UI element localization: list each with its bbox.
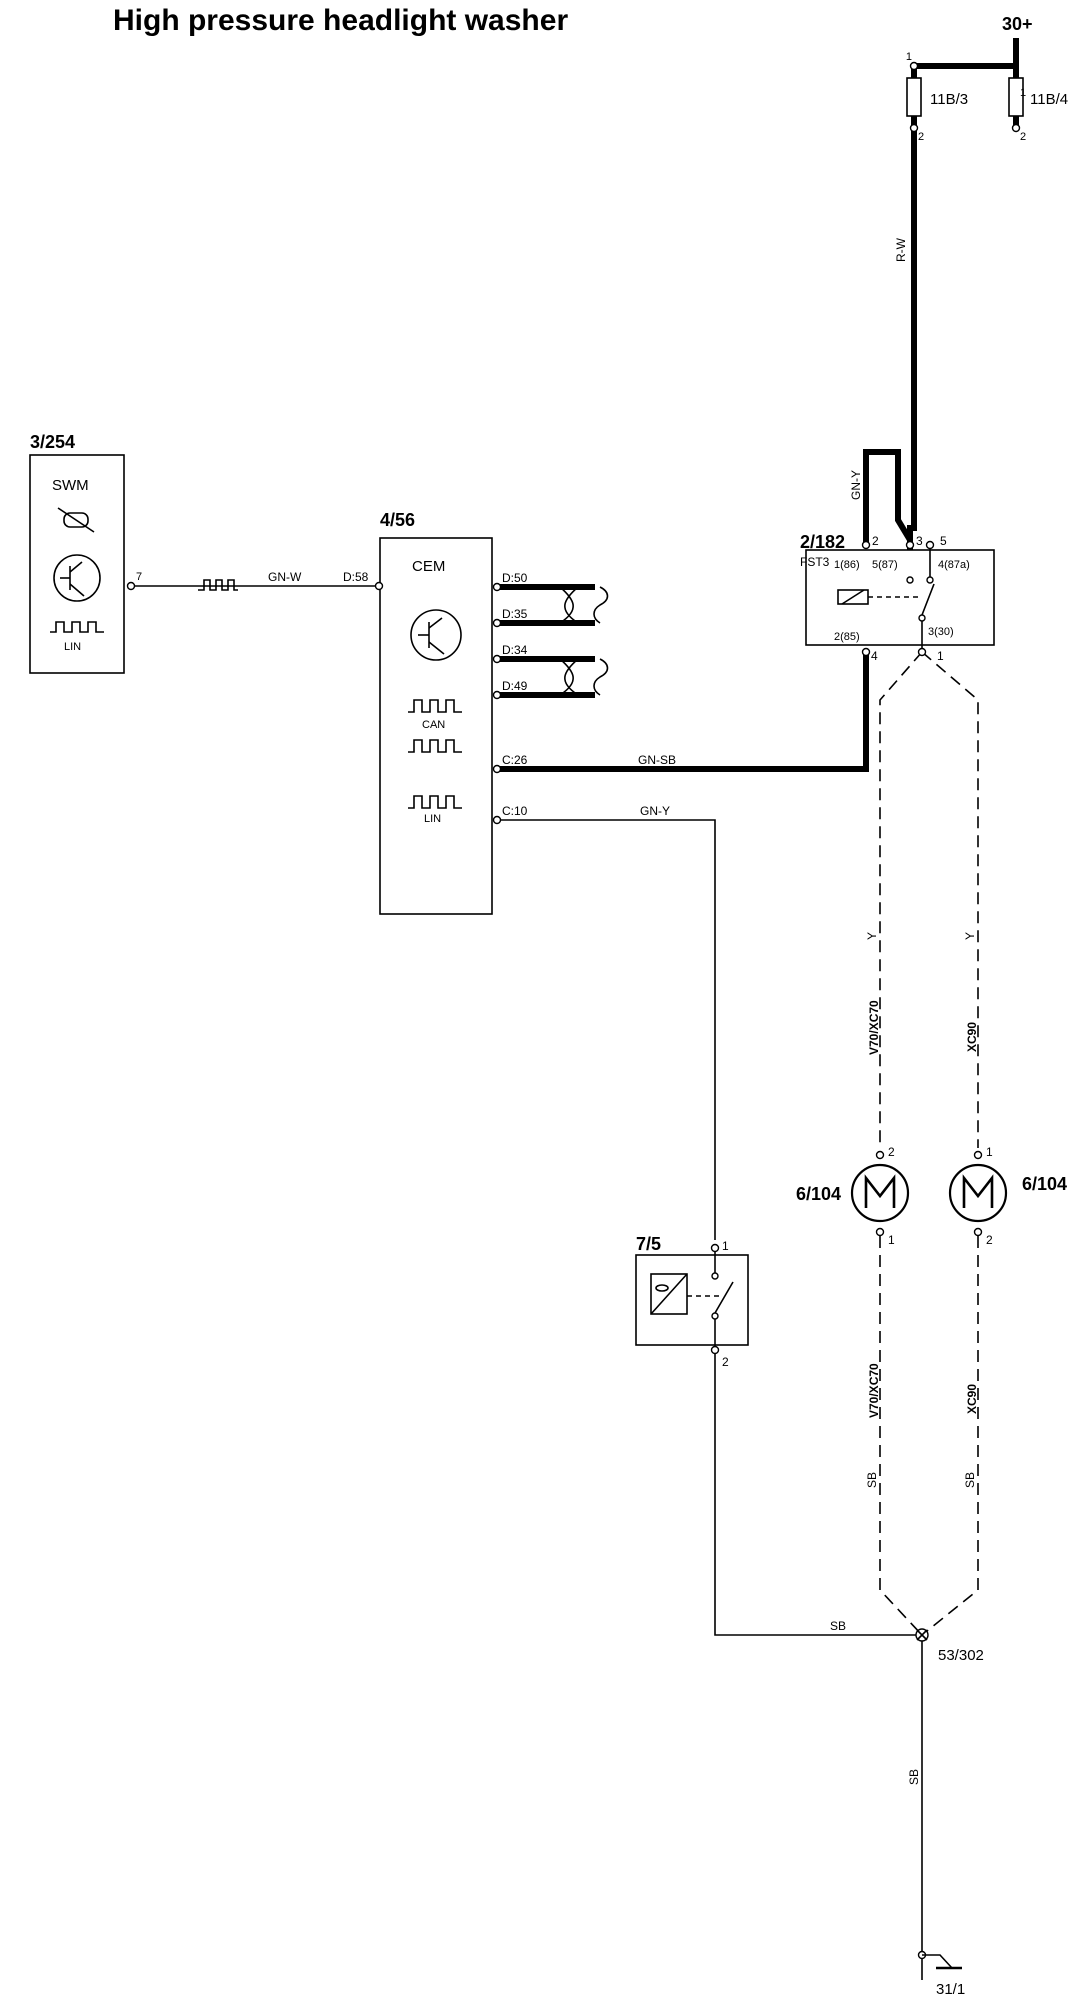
fuse-b-pin-top: 1	[1020, 87, 1026, 99]
ground-id: 31/1	[936, 1981, 965, 1998]
lin-signal-icon	[408, 795, 462, 809]
wire-gny-top-label: GN-Y	[849, 470, 863, 500]
dashed-wire-left-top	[879, 651, 923, 1148]
supply-label: 30+	[1002, 14, 1033, 34]
pressure-switch	[635, 1243, 749, 1355]
cem-pin-d58: D:58	[343, 570, 369, 584]
splice-point	[915, 1628, 929, 1642]
cem-pin-c10: C:10	[502, 804, 528, 818]
cem-pin-d35: D:35	[502, 607, 528, 621]
can-signal-icon	[408, 739, 462, 753]
cem-pin-d50: D:50	[502, 571, 528, 585]
gny-switch-wire	[497, 819, 716, 1240]
twisted-pair-top	[559, 586, 609, 624]
wire-gny-label: GN-Y	[640, 804, 670, 818]
swm-lin-label: LIN	[64, 641, 81, 653]
relay-pin-top-5: 5	[940, 534, 947, 548]
swm-name: SWM	[52, 477, 89, 494]
motor-icon	[962, 1174, 994, 1208]
fuse-a-label: 11B/3	[930, 91, 968, 108]
wire-gnsb-label: GN-SB	[638, 753, 676, 767]
splice-id: 53/302	[938, 1647, 984, 1664]
gny-relay-loop-wire	[863, 449, 913, 543]
wire-y-left-label: Y	[865, 932, 879, 940]
swm-pin-7: 7	[136, 571, 142, 583]
wire-sb-switch-label: SB	[830, 1619, 846, 1633]
pump-left	[850, 1150, 910, 1237]
fuse-b-pin-bottom: 2	[1020, 131, 1026, 143]
dashed-wire-left-bottom	[879, 1236, 923, 1636]
cem-can-label: CAN	[422, 719, 445, 731]
lamp-icon	[57, 507, 95, 533]
transistor-icon	[410, 609, 462, 661]
motor-icon	[864, 1174, 896, 1208]
wire-y-right-label: Y	[963, 932, 977, 940]
relay-name: FST3	[800, 555, 830, 569]
relay-pin-bottom-4: 4	[871, 649, 878, 663]
pump-right-pin-top: 1	[986, 1145, 993, 1159]
cem-pin-d34: D:34	[502, 643, 528, 657]
cem-module	[374, 537, 502, 915]
swm-module	[29, 454, 136, 674]
lin-signal-icon	[50, 621, 104, 633]
wire-sb-ground-label: SB	[907, 1769, 921, 1785]
fuse-11b4	[1008, 77, 1024, 133]
relay-module	[805, 540, 995, 657]
fuse-a-pin-bottom: 2	[918, 131, 924, 143]
relay-pin-86: 1(86)	[834, 559, 860, 571]
wire-sb-right-label: SB	[963, 1472, 977, 1488]
pump-left-pin-top: 2	[888, 1145, 895, 1159]
wire-gnw-label: GN-W	[268, 570, 302, 584]
switch-pin-bottom: 2	[722, 1355, 729, 1369]
gnsb-wire	[497, 652, 869, 772]
cem-pin-c26: C:26	[502, 753, 528, 767]
relay-pin-bottom-1: 1	[937, 649, 944, 663]
pump-right	[948, 1150, 1008, 1237]
relay-pin-top-3: 3	[916, 534, 923, 548]
swm-id: 3/254	[30, 432, 75, 452]
variant-left-bottom: V70/XC70	[867, 1363, 881, 1418]
ground-symbol	[917, 1950, 962, 1970]
relay-pin-85: 2(85)	[834, 631, 860, 643]
relay-contact-icon	[921, 583, 935, 616]
variant-right-bottom: XC90	[965, 1384, 979, 1414]
wire-rw-label: R-W	[894, 237, 908, 262]
fuse-a-pin-top: 1	[906, 51, 912, 63]
relay-pin-30: 3(30)	[928, 626, 954, 638]
pump-left-id: 6/104	[796, 1184, 841, 1204]
relay-id: 2/182	[800, 532, 845, 552]
diagram-title: High pressure headlight washer	[113, 4, 569, 37]
transistor-icon	[53, 554, 101, 602]
pump-right-id: 6/104	[1022, 1174, 1067, 1194]
rw-wire	[907, 128, 917, 580]
twisted-pair-bottom	[559, 658, 609, 696]
dashed-wire-right-bottom	[921, 1236, 979, 1636]
switch-pin-top: 1	[722, 1239, 729, 1253]
fuse-11b3	[906, 61, 922, 133]
variant-left-top: V70/XC70	[867, 1000, 881, 1055]
lin-signal-icon	[198, 579, 238, 591]
wire-sb-left-label: SB	[865, 1472, 879, 1488]
switch-contact-icon	[714, 1281, 734, 1314]
pressure-sensor-icon	[650, 1273, 688, 1315]
can-signal-icon	[408, 699, 462, 713]
pump-left-pin-bottom: 1	[888, 1233, 895, 1247]
variant-right-top: XC90	[965, 1022, 979, 1052]
cem-id: 4/56	[380, 510, 415, 530]
sb-switch-wire	[714, 1350, 922, 1636]
pump-right-pin-bottom: 2	[986, 1233, 993, 1247]
relay-pin-top-2: 2	[872, 534, 879, 548]
relay-pin-87a: 4(87a)	[938, 559, 970, 571]
cem-lin-label: LIN	[424, 813, 441, 825]
dashed-wire-right-top	[921, 651, 979, 1148]
cem-pin-d49: D:49	[502, 679, 528, 693]
fuse-b-label: 11B/4	[1030, 91, 1068, 108]
cem-name: CEM	[412, 558, 445, 575]
switch-id: 7/5	[636, 1234, 661, 1254]
relay-pin-87: 5(87)	[872, 559, 898, 571]
